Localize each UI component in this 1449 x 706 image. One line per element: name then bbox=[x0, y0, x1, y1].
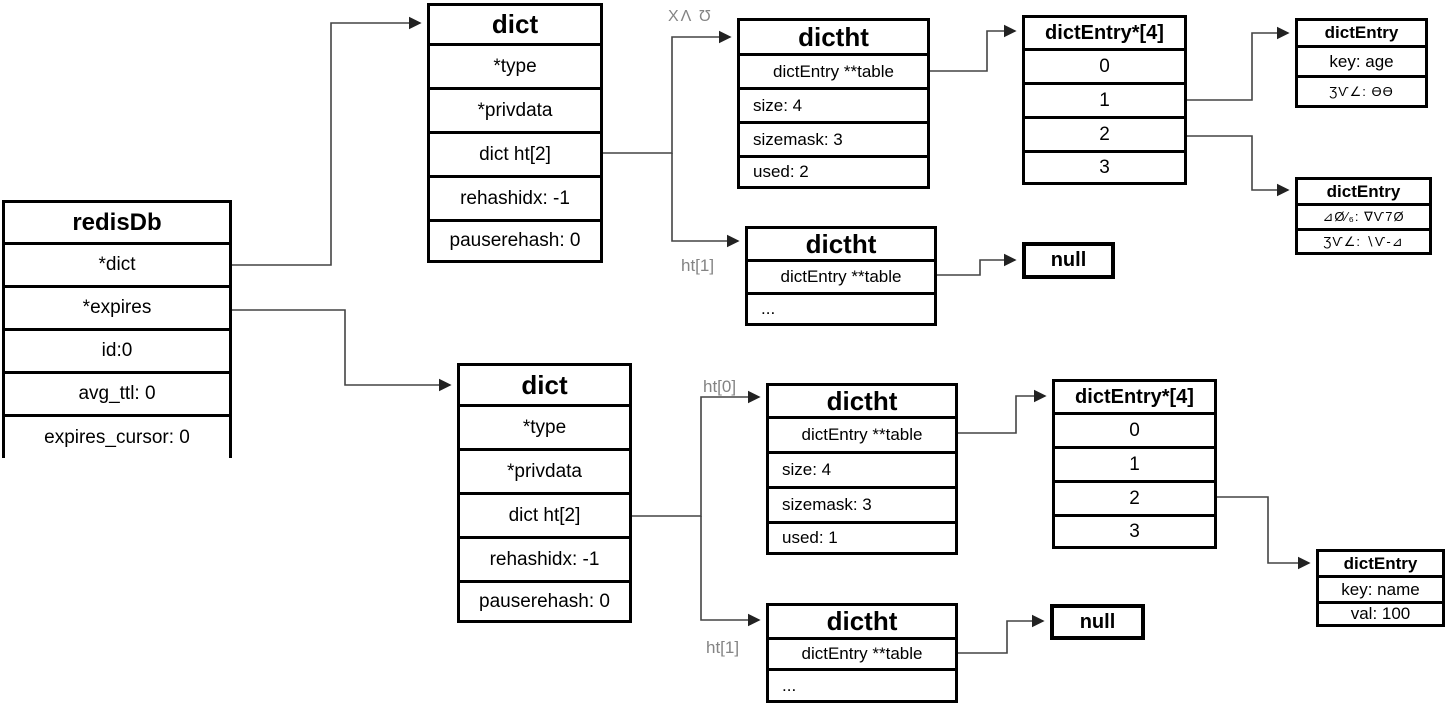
dict-top-field-privdata: *privdata bbox=[430, 90, 600, 134]
dict-entry-age-key: key: age bbox=[1298, 48, 1425, 78]
arrow-dictbottom-ht1 bbox=[700, 516, 761, 627]
dict-bottom-title: dict bbox=[460, 366, 629, 407]
redisdb-field-expires: *expires bbox=[5, 288, 229, 331]
redisdb-field-avgttl: avg_ttl: 0 bbox=[5, 374, 229, 417]
arrow-slot1-entry-age bbox=[1187, 26, 1290, 101]
entry-array-top-title: dictEntry*[4] bbox=[1025, 18, 1184, 51]
dictht-top0-size: size: 4 bbox=[740, 90, 927, 124]
ht1-bottom-label: ht[1] bbox=[706, 638, 740, 657]
dict-bottom-field-type: *type bbox=[460, 407, 629, 451]
dictht-bottom0-table: dictEntry **table bbox=[769, 419, 955, 454]
dictht-top1-table: dictEntry **table bbox=[748, 262, 934, 295]
arrow-redisdb-dict-top bbox=[232, 16, 422, 266]
entry-array-bottom-slot-0: 0 bbox=[1055, 415, 1214, 449]
dict-entry-age-title: dictEntry bbox=[1298, 21, 1425, 48]
dict-bottom-box: dict *type *privdata dict ht[2] rehashid… bbox=[457, 363, 632, 623]
dictht-top1-ellipsis: ... bbox=[748, 295, 934, 323]
null-bottom-box: null bbox=[1050, 604, 1145, 640]
dictht-bottom0-title: dictht bbox=[769, 386, 955, 419]
dictht-top0-table: dictEntry **table bbox=[740, 56, 927, 90]
dict-top-field-rehashidx: rehashidx: -1 bbox=[430, 178, 600, 222]
dictht-bottom0-box: dictht dictEntry **table size: 4 sizemas… bbox=[766, 383, 958, 555]
dict-top-field-type: *type bbox=[430, 46, 600, 90]
null-top-box: null bbox=[1022, 242, 1115, 279]
dict-entry-garbled-key: ⊿Ø⁄₆: ∇Ѵ7Ø bbox=[1298, 206, 1429, 231]
arrow-ht1top-null bbox=[937, 253, 1017, 276]
dictht-bottom0-size: size: 4 bbox=[769, 454, 955, 489]
dictht-bottom0-used: used: 1 bbox=[769, 524, 955, 552]
dict-entry-name-box: dictEntry key: name val: 100 bbox=[1316, 549, 1445, 627]
ht1-top-label: ht[1] bbox=[681, 256, 715, 275]
dictht-bottom1-table: dictEntry **table bbox=[769, 640, 955, 671]
entry-array-top-slot-1: 1 bbox=[1025, 85, 1184, 119]
dict-entry-name-val: val: 100 bbox=[1319, 604, 1442, 624]
entry-array-bottom-box: dictEntry*[4] 0 1 2 3 bbox=[1052, 379, 1217, 549]
dictht-bottom1-title: dictht bbox=[769, 606, 955, 640]
dict-top-title: dict bbox=[430, 6, 600, 46]
arrow-ht0top-table bbox=[930, 24, 1017, 72]
redisdb-field-dict: *dict bbox=[5, 245, 229, 288]
ht0-bottom-label: ht[0] bbox=[703, 377, 737, 396]
redisdb-field-id: id:0 bbox=[5, 331, 229, 374]
entry-array-bottom-title: dictEntry*[4] bbox=[1055, 382, 1214, 415]
dict-top-field-pauserehash: pauserehash: 0 bbox=[430, 222, 600, 260]
entry-array-top-slot-3: 3 bbox=[1025, 153, 1184, 182]
dictht-top1-box: dictht dictEntry **table ... bbox=[745, 226, 937, 326]
dict-top-box: dict *type *privdata dict ht[2] rehashid… bbox=[427, 3, 603, 263]
dict-bottom-field-privdata: *privdata bbox=[460, 451, 629, 495]
dictht-bottom1-box: dictht dictEntry **table ... bbox=[766, 603, 958, 703]
arrow-dicttop-ht0 bbox=[601, 30, 732, 154]
entry-array-bottom-slot-2: 2 bbox=[1055, 483, 1214, 517]
dict-entry-age-val: ƷѴ∠: ϴϴ bbox=[1298, 78, 1425, 105]
arrow-slot2-entry2 bbox=[1187, 135, 1290, 197]
dict-top-field-ht2: dict ht[2] bbox=[430, 134, 600, 178]
dictht-top0-title: dictht bbox=[740, 21, 927, 56]
dictht-top0-used: used: 2 bbox=[740, 158, 927, 186]
dict-entry-age-box: dictEntry key: age ƷѴ∠: ϴϴ bbox=[1295, 18, 1428, 108]
dictht-top1-title: dictht bbox=[748, 229, 934, 262]
entry-array-top-box: dictEntry*[4] 0 1 2 3 bbox=[1022, 15, 1187, 185]
arrow-redisdb-dict-bottom bbox=[232, 309, 452, 392]
redisdb-field-expirescursor: expires_cursor: 0 bbox=[5, 417, 229, 458]
dictht-top0-box: dictht dictEntry **table size: 4 sizemas… bbox=[737, 18, 930, 189]
dict-entry-garbled-box: dictEntry ⊿Ø⁄₆: ∇Ѵ7Ø ƷѴ∠: ∖Ѵ-⊿ bbox=[1295, 177, 1432, 255]
redisdb-box: redisDb *dict *expires id:0 avg_ttl: 0 e… bbox=[2, 200, 232, 458]
dictht-bottom0-sizemask: sizemask: 3 bbox=[769, 489, 955, 524]
entry-array-top-slot-0: 0 bbox=[1025, 51, 1184, 85]
arrow-ht0bottom-table bbox=[958, 389, 1047, 434]
dict-bottom-field-pauserehash: pauserehash: 0 bbox=[460, 583, 629, 620]
arrow-slot2-entry-name bbox=[1217, 496, 1311, 570]
redisdb-title: redisDb bbox=[5, 203, 229, 245]
entry-array-bottom-slot-1: 1 bbox=[1055, 449, 1214, 483]
dict-bottom-field-rehashidx: rehashidx: -1 bbox=[460, 539, 629, 583]
arrow-ht1bottom-null bbox=[958, 614, 1045, 654]
dict-entry-garbled-val: ƷѴ∠: ∖Ѵ-⊿ bbox=[1298, 231, 1429, 252]
arrow-dicttop-ht1 bbox=[671, 153, 740, 248]
dict-entry-name-title: dictEntry bbox=[1319, 552, 1442, 578]
ht0-top-garbled-label: XΛ Ʊ bbox=[668, 8, 713, 25]
dictht-bottom1-ellipsis: ... bbox=[769, 671, 955, 700]
dict-bottom-field-ht2: dict ht[2] bbox=[460, 495, 629, 539]
entry-array-bottom-slot-3: 3 bbox=[1055, 517, 1214, 546]
entry-array-top-slot-2: 2 bbox=[1025, 119, 1184, 153]
dict-entry-name-key: key: name bbox=[1319, 578, 1442, 604]
dictht-top0-sizemask: sizemask: 3 bbox=[740, 124, 927, 158]
arrow-dictbottom-ht0 bbox=[632, 390, 761, 517]
dict-entry-garbled-title: dictEntry bbox=[1298, 180, 1429, 206]
